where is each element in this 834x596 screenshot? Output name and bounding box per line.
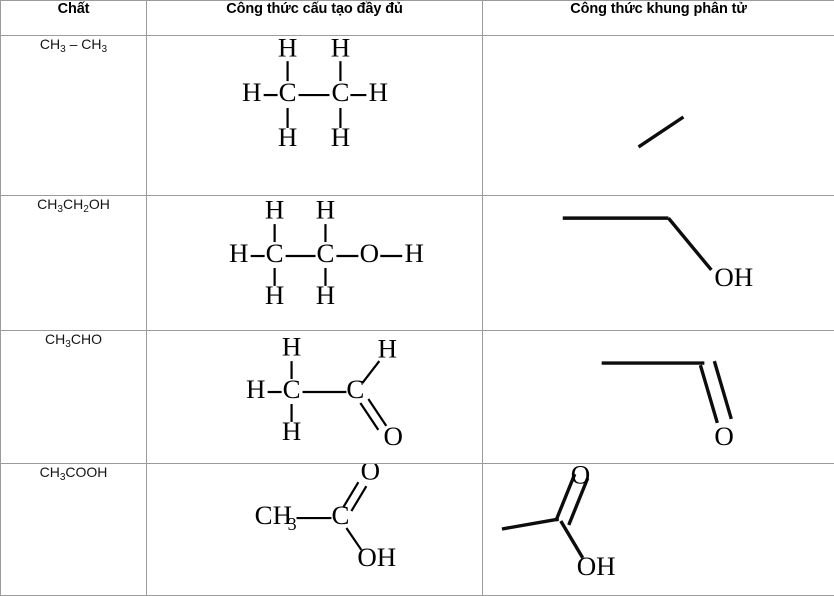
substance-name-ethanol: CH3CH2OH: [1, 196, 147, 331]
acetaldehyde-skeletal-diagram: O: [483, 331, 834, 463]
ethane-lewis-diagram: H H H C C H H H: [147, 36, 482, 195]
table-row: CH3CH2OH H H H C C O: [1, 196, 834, 331]
formula-text: CH3 – CH3: [40, 36, 107, 52]
skeletal-structure-acetaldehyde: O: [483, 331, 834, 464]
atom-label-h: H: [278, 122, 297, 152]
formula-text: CH3CHO: [45, 331, 102, 347]
atom-label-c: C: [266, 238, 284, 268]
atom-label-c: C: [331, 500, 349, 530]
atom-label-h: H: [282, 416, 301, 446]
atom-label-h: H: [369, 77, 388, 107]
skeletal-structure-ethanol: OH: [483, 196, 834, 331]
atom-label-h: H: [331, 122, 350, 152]
formula-text: CH3CH2OH: [37, 196, 110, 212]
ethanol-lewis-diagram: H H H C C O H H H: [147, 196, 482, 330]
atom-label-h: H: [331, 36, 350, 62]
skeletal-label-o: O: [571, 464, 590, 489]
table-row: CH3CHO H H C: [1, 331, 834, 464]
table-header: Chất Công thức cấu tạo đầy đủ Công thức …: [1, 1, 834, 36]
atom-label-h: H: [316, 196, 335, 224]
skeletal-label-o: O: [714, 421, 733, 451]
atom-label-h: H: [265, 196, 284, 224]
full-structure-ethanol: H H H C C O H H H: [147, 196, 483, 331]
atom-label-o: O: [361, 464, 380, 485]
acetaldehyde-lewis-diagram: H H C C H H O: [147, 331, 482, 463]
header-row: Chất Công thức cấu tạo đầy đủ Công thức …: [1, 1, 834, 36]
atom-label-c: C: [279, 77, 297, 107]
column-header-chat: Chất: [1, 1, 147, 36]
substance-name-ethane: CH3 – CH3: [1, 36, 147, 196]
atom-label-h: H: [246, 374, 265, 404]
atom-label-c: C: [283, 374, 301, 404]
atom-label-h: H: [378, 333, 397, 363]
atom-label-h: H: [278, 36, 297, 62]
atom-label-c: C: [346, 374, 364, 404]
atom-label-ch3: CH: [255, 500, 292, 530]
table-body: CH3 – CH3 H H H: [1, 36, 834, 596]
atom-label-h: H: [242, 77, 261, 107]
skeletal-label-oh: OH: [714, 262, 753, 292]
acetic-acid-skeletal-diagram: O OH: [483, 464, 834, 595]
acetic-acid-condensed-diagram: CH 3 C O OH: [147, 464, 482, 595]
ethane-skeletal-diagram: [483, 36, 834, 195]
atom-label-oh: OH: [357, 542, 396, 572]
atom-label-h: H: [316, 280, 335, 310]
column-header-skeletal-formula: Công thức khung phân tử: [483, 1, 834, 36]
skeletal-structure-acetic-acid: O OH: [483, 464, 834, 596]
atom-label-subscript-3: 3: [288, 514, 297, 534]
formula-text: CH3COOH: [40, 464, 108, 480]
skeletal-label-oh: OH: [577, 551, 616, 581]
full-structure-acetaldehyde: H H C C H H O: [147, 331, 483, 464]
atom-label-c: C: [316, 238, 334, 268]
atom-label-c: C: [331, 77, 349, 107]
substance-name-acetic-acid: CH3COOH: [1, 464, 147, 596]
atom-label-h: H: [282, 331, 301, 361]
atom-label-h: H: [265, 280, 284, 310]
skeletal-structure-ethane: [483, 36, 834, 196]
ethanol-skeletal-diagram: OH: [483, 196, 834, 330]
atom-label-h: H: [404, 238, 423, 268]
table-row: CH3COOH CH 3 C O OH: [1, 464, 834, 596]
substance-name-acetaldehyde: CH3CHO: [1, 331, 147, 464]
atom-label-h: H: [229, 238, 248, 268]
column-header-full-structural-formula: Công thức cấu tạo đầy đủ: [147, 1, 483, 36]
atom-label-o: O: [384, 421, 403, 451]
full-structure-acetic-acid: CH 3 C O OH: [147, 464, 483, 596]
atom-label-o: O: [360, 238, 379, 268]
table-row: CH3 – CH3 H H H: [1, 36, 834, 196]
full-structure-ethane: H H H C C H H H: [147, 36, 483, 196]
